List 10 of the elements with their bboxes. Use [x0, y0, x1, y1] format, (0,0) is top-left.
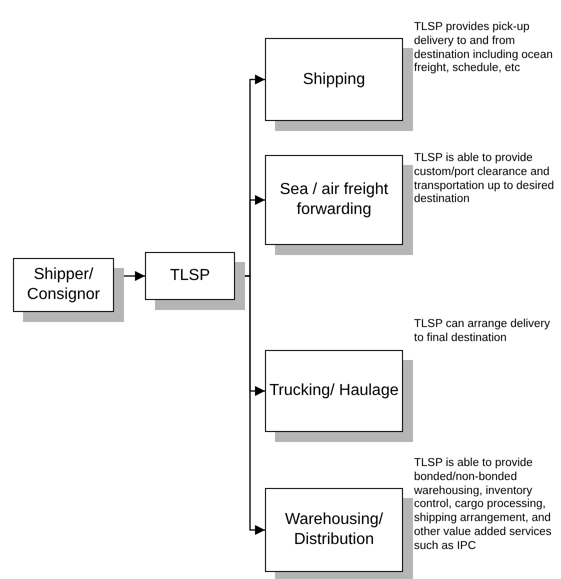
description-text: TLSP is able to provide custom/port clearance and transportation up to desired destination [414, 152, 556, 208]
box-label: Warehousing/ Distribution [284, 510, 384, 550]
box-label: Trucking/ Haulage [269, 381, 399, 401]
description-text: TLSP is able to provide bonded/non-bonded warehousing, inventory control, cargo processing, shipping arrangement, and other value added services such as IPC [414, 457, 552, 554]
box-label: Shipping [302, 70, 366, 90]
box-label: Sea / air freight forwarding [278, 180, 390, 220]
description-text: TLSP can arrange delivery to final destination [414, 318, 551, 346]
box-label: TLSP [170, 266, 210, 286]
box-label: Shipper/ Consignor [26, 265, 101, 305]
description-text: TLSP provides pick-up delivery to and from destination including ocean freight, schedule, etc [414, 21, 554, 76]
